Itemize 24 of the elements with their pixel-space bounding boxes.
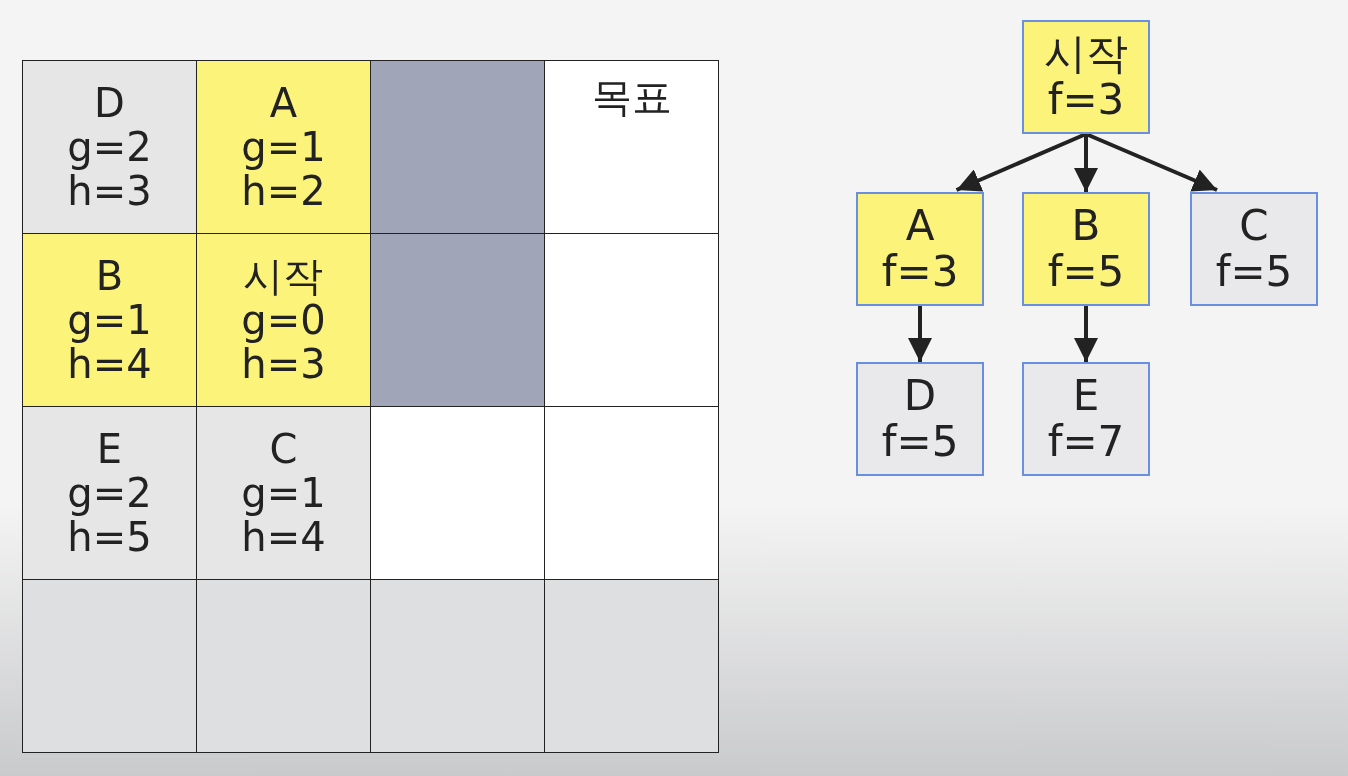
arrow <box>1074 306 1098 362</box>
node-label: 시작 f=3 <box>1044 31 1128 123</box>
node-label: B f=5 <box>1047 203 1125 295</box>
arrow <box>908 306 932 362</box>
tree-node <box>1190 192 1318 306</box>
cell-text: 목표 <box>591 75 672 119</box>
cell-text: A g=1 h=2 <box>241 81 326 213</box>
cell-text: C g=1 h=4 <box>241 427 326 559</box>
arrow <box>1074 134 1098 192</box>
tree-node <box>1022 362 1150 476</box>
cell-text: E g=2 h=5 <box>67 427 152 559</box>
tree-node <box>1022 20 1150 134</box>
tree-node <box>1022 192 1150 306</box>
node-label: A f=3 <box>881 203 959 295</box>
arrow <box>1085 132 1218 192</box>
node-label: E f=7 <box>1047 373 1125 465</box>
tree-node <box>856 362 984 476</box>
cell-text: D g=2 h=3 <box>67 81 152 213</box>
node-label: C f=5 <box>1215 203 1293 295</box>
cell-text: B g=1 h=4 <box>67 254 152 386</box>
tree-node <box>856 192 984 306</box>
cell-text: 시작 g=0 h=3 <box>241 254 326 386</box>
arrow <box>955 132 1087 192</box>
node-label: D f=5 <box>881 373 959 465</box>
